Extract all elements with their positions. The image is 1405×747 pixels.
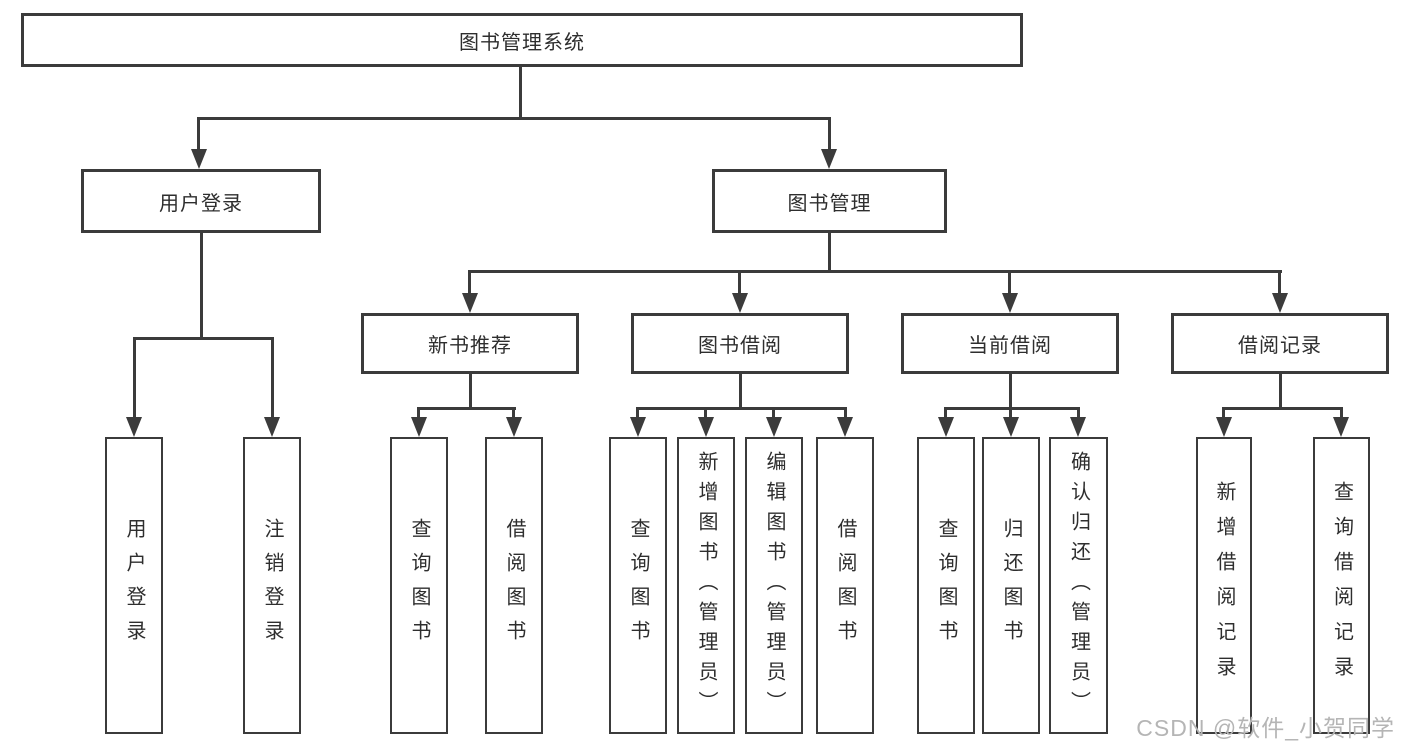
connector-mgmt-drop-1 [468,273,471,293]
connector-borrow-drop-3 [772,410,775,417]
leaf-query-borrow-record-label: 查询借阅记录 [1330,480,1353,691]
connector-mgmt-drop-3 [1008,273,1011,293]
node-current-borrowing: 当前借阅 [901,313,1119,374]
connector-new-drop-1 [417,410,420,417]
leaf-confirm-return-admin-label: 确认归还（管理员） [1067,450,1090,721]
arrow-down-icon [506,417,522,437]
leaf-user-login: 用户登录 [105,437,163,734]
leaf-user-login-label: 用户登录 [123,517,145,654]
node-new-book-recommend: 新书推荐 [361,313,579,374]
arrow-down-icon [837,417,853,437]
connector-records-stub [1279,374,1282,407]
connector-borrow-rail [636,407,847,410]
connector-root-rail [197,117,831,120]
arrow-down-icon [411,417,427,437]
leaf-edit-book-admin-label: 编辑图书（管理员） [763,450,785,721]
node-book-borrowing: 图书借阅 [631,313,849,374]
leaf-edit-book-admin: 编辑图书（管理员） [745,437,803,734]
connector-borrow-drop-4 [844,410,847,417]
arrow-down-icon [264,417,280,437]
connector-root-drop-left [197,120,200,149]
leaf-return-books: 归还图书 [982,437,1040,734]
connector-borrow-drop-2 [704,410,707,417]
connector-current-drop-1 [944,410,947,417]
connector-user-stub [200,233,203,337]
leaf-return-books-label: 归还图书 [1000,517,1022,654]
connector-mgmt-stub [828,233,831,270]
leaf-borrow-books-2: 借阅图书 [816,437,874,734]
connector-root-stub [519,66,522,120]
connector-current-drop-2 [1009,410,1012,417]
arrow-down-icon [1216,417,1232,437]
connector-new-rail [417,407,516,410]
leaf-add-borrow-record: 新增借阅记录 [1196,437,1252,734]
leaf-add-borrow-record-label: 新增借阅记录 [1213,480,1235,691]
leaf-borrow-books-1-label: 借阅图书 [503,517,525,654]
node-borrow-records: 借阅记录 [1171,313,1389,374]
arrow-down-icon [766,417,782,437]
connector-records-rail [1222,407,1343,410]
connector-user-drop-1 [133,340,136,417]
leaf-confirm-return-admin: 确认归还（管理员） [1049,437,1108,734]
arrow-down-icon [126,417,142,437]
arrow-down-icon [821,149,837,169]
node-book-management: 图书管理 [712,169,947,233]
arrow-down-icon [1003,417,1019,437]
arrow-down-icon [1333,417,1349,437]
leaf-query-books-2-label: 查询图书 [627,517,649,654]
leaf-add-book-admin: 新增图书（管理员） [677,437,735,734]
connector-current-rail [944,407,1080,410]
connector-user-rail [133,337,274,340]
arrow-down-icon [1272,293,1288,313]
node-user-login: 用户登录 [81,169,321,233]
arrow-down-icon [1070,417,1086,437]
arrow-down-icon [1002,293,1018,313]
connector-new-stub [469,374,472,407]
connector-current-drop-3 [1077,410,1080,417]
connector-user-drop-2 [271,340,274,417]
leaf-add-book-admin-label: 新增图书（管理员） [695,450,717,721]
leaf-logout-label: 注销登录 [261,517,283,654]
leaf-borrow-books-2-label: 借阅图书 [834,517,856,654]
connector-records-drop-1 [1222,410,1225,417]
leaf-logout: 注销登录 [243,437,301,734]
connector-root-drop-right [828,120,831,149]
connector-new-drop-2 [512,410,515,417]
arrow-down-icon [938,417,954,437]
leaf-borrow-books-1: 借阅图书 [485,437,543,734]
connector-borrow-drop-1 [636,410,639,417]
connector-borrow-stub [739,374,742,407]
leaf-query-borrow-record: 查询借阅记录 [1313,437,1370,734]
leaf-query-books-2: 查询图书 [609,437,667,734]
connector-records-drop-2 [1340,410,1343,417]
arrow-down-icon [630,417,646,437]
leaf-query-books-1: 查询图书 [390,437,448,734]
node-system-root: 图书管理系统 [21,13,1023,67]
arrow-down-icon [462,293,478,313]
connector-current-stub [1009,374,1012,407]
arrow-down-icon [732,293,748,313]
connector-mgmt-drop-2 [738,273,741,293]
connector-mgmt-drop-4 [1278,273,1281,293]
connector-mgmt-rail [468,270,1282,273]
leaf-query-books-1-label: 查询图书 [408,517,430,654]
watermark-text: CSDN @软件_小贺同学 [1136,715,1395,741]
leaf-query-books-3: 查询图书 [917,437,975,734]
leaf-query-books-3-label: 查询图书 [935,517,957,654]
arrow-down-icon [698,417,714,437]
arrow-down-icon [191,149,207,169]
